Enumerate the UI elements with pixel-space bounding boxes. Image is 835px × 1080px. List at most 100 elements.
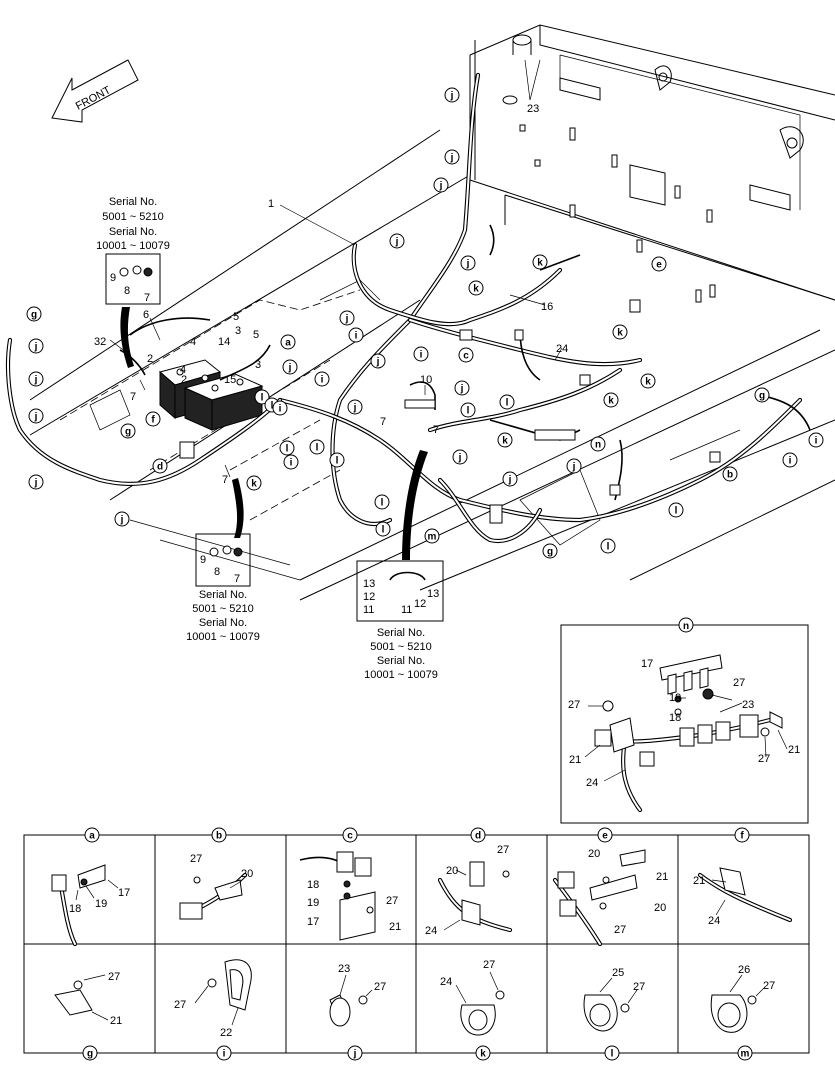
svg-text:j: j bbox=[353, 1049, 357, 1060]
detail-n-label: 18 bbox=[669, 712, 681, 724]
detail-panel-i: 27 22 bbox=[174, 959, 252, 1039]
svg-text:j: j bbox=[450, 91, 454, 102]
batteries bbox=[158, 359, 264, 431]
part-label: 3 bbox=[255, 359, 261, 371]
panel-label: 19 bbox=[307, 897, 319, 909]
leader-lines bbox=[109, 59, 563, 478]
callout-l: l bbox=[460, 402, 476, 418]
svg-text:k: k bbox=[617, 328, 623, 339]
svg-text:c: c bbox=[463, 351, 469, 362]
svg-text:a: a bbox=[89, 831, 95, 842]
panel-label: 24 bbox=[425, 925, 437, 937]
panel-label: 18 bbox=[307, 879, 319, 891]
svg-text:j: j bbox=[120, 515, 124, 526]
svg-text:j: j bbox=[34, 478, 38, 489]
svg-text:e: e bbox=[602, 831, 608, 842]
svg-text:d: d bbox=[475, 831, 481, 842]
serial-leaders bbox=[120, 307, 428, 560]
svg-text:j: j bbox=[572, 462, 576, 473]
panel-label: 17 bbox=[118, 887, 130, 899]
inset-label: 9 bbox=[110, 272, 116, 284]
panel-callout-d: d bbox=[470, 827, 486, 843]
callout-k: k bbox=[497, 432, 513, 448]
svg-text:l: l bbox=[611, 1049, 614, 1060]
svg-text:i: i bbox=[789, 456, 792, 467]
callout-l: l bbox=[329, 452, 345, 468]
svg-text:k: k bbox=[473, 284, 479, 295]
panel-label: 20 bbox=[446, 865, 458, 877]
svg-text:b: b bbox=[727, 470, 733, 481]
callout-j: j bbox=[28, 408, 44, 424]
panel-label: 23 bbox=[338, 963, 350, 975]
panel-callout-l: l bbox=[604, 1045, 620, 1061]
panel-label: 27 bbox=[374, 981, 386, 993]
panel-label: 20 bbox=[654, 902, 666, 914]
svg-text:l: l bbox=[382, 525, 385, 536]
svg-text:k: k bbox=[251, 479, 257, 490]
inset-label: 13 bbox=[363, 578, 375, 590]
svg-text:i: i bbox=[321, 375, 324, 386]
svg-text:j: j bbox=[466, 259, 470, 270]
detail-n-label: 23 bbox=[742, 699, 754, 711]
svg-text:l: l bbox=[316, 443, 319, 454]
serial-note-line: Serial No. bbox=[109, 226, 157, 238]
svg-text:g: g bbox=[759, 391, 765, 402]
panel-label: 22 bbox=[220, 1027, 232, 1039]
callout-k: k bbox=[532, 254, 548, 270]
callout-j: j bbox=[347, 399, 363, 415]
detail-panel-e: 20 21 20 27 bbox=[552, 848, 668, 947]
svg-text:f: f bbox=[151, 415, 155, 426]
serial-note-line: 10001 ~ 10079 bbox=[186, 631, 260, 643]
serial-note-line: 5001 ~ 5210 bbox=[102, 211, 163, 223]
detail-n-label: 27 bbox=[568, 699, 580, 711]
detail-panel-f: 21 24 bbox=[693, 867, 793, 927]
part-label: 4 bbox=[180, 364, 186, 376]
svg-text:l: l bbox=[261, 393, 264, 404]
svg-text:k: k bbox=[645, 377, 651, 388]
svg-text:i: i bbox=[223, 1049, 226, 1060]
svg-text:l: l bbox=[675, 506, 678, 517]
callout-c: c bbox=[458, 347, 474, 363]
callout-b: b bbox=[722, 466, 738, 482]
detail-n-callout-text: n bbox=[683, 621, 689, 632]
detail-n-label: 17 bbox=[641, 658, 653, 670]
panel-label: 21 bbox=[110, 1015, 122, 1027]
panel-label: 21 bbox=[693, 875, 705, 887]
svg-text:j: j bbox=[34, 412, 38, 423]
inset-label: 9 bbox=[200, 554, 206, 566]
detail-n-label: 21 bbox=[569, 754, 581, 766]
callout-k: k bbox=[246, 475, 262, 491]
panel-label: 27 bbox=[763, 980, 775, 992]
svg-text:k: k bbox=[537, 258, 543, 269]
detail-panels-grid bbox=[23, 834, 810, 1054]
inset-label: 13 bbox=[427, 588, 439, 600]
callout-a: a bbox=[280, 334, 296, 350]
part-label: 7 bbox=[433, 424, 439, 436]
panel-callout-k: k bbox=[475, 1045, 491, 1061]
svg-text:i: i bbox=[355, 331, 358, 342]
panel-label: 27 bbox=[386, 895, 398, 907]
detail-n-callout bbox=[678, 617, 694, 633]
detail-n-label: 24 bbox=[586, 777, 598, 789]
panel-callout-g: g bbox=[82, 1045, 98, 1061]
detail-n-label: 21 bbox=[788, 744, 800, 756]
part-label: 5 bbox=[233, 311, 239, 323]
serial-note-line: Serial No. bbox=[377, 655, 425, 667]
panel-callout-j: j bbox=[347, 1045, 363, 1061]
serial-inset-bottom-left: 9 8 7 bbox=[195, 533, 251, 587]
inset-label: 7 bbox=[144, 292, 150, 304]
part-label: 7 bbox=[380, 416, 386, 428]
panel-label: 27 bbox=[108, 971, 120, 983]
svg-text:l: l bbox=[467, 406, 470, 417]
part-label: 15 bbox=[224, 374, 236, 386]
callout-i: i bbox=[782, 452, 798, 468]
svg-text:j: j bbox=[34, 375, 38, 386]
svg-text:j: j bbox=[345, 314, 349, 325]
svg-text:i: i bbox=[290, 458, 293, 469]
svg-text:j: j bbox=[439, 181, 443, 192]
front-arrow: FRONT bbox=[51, 59, 139, 123]
serial-note-line: Serial No. bbox=[377, 627, 425, 639]
callout-m: m bbox=[424, 528, 440, 544]
part-label: 10 bbox=[420, 374, 432, 386]
